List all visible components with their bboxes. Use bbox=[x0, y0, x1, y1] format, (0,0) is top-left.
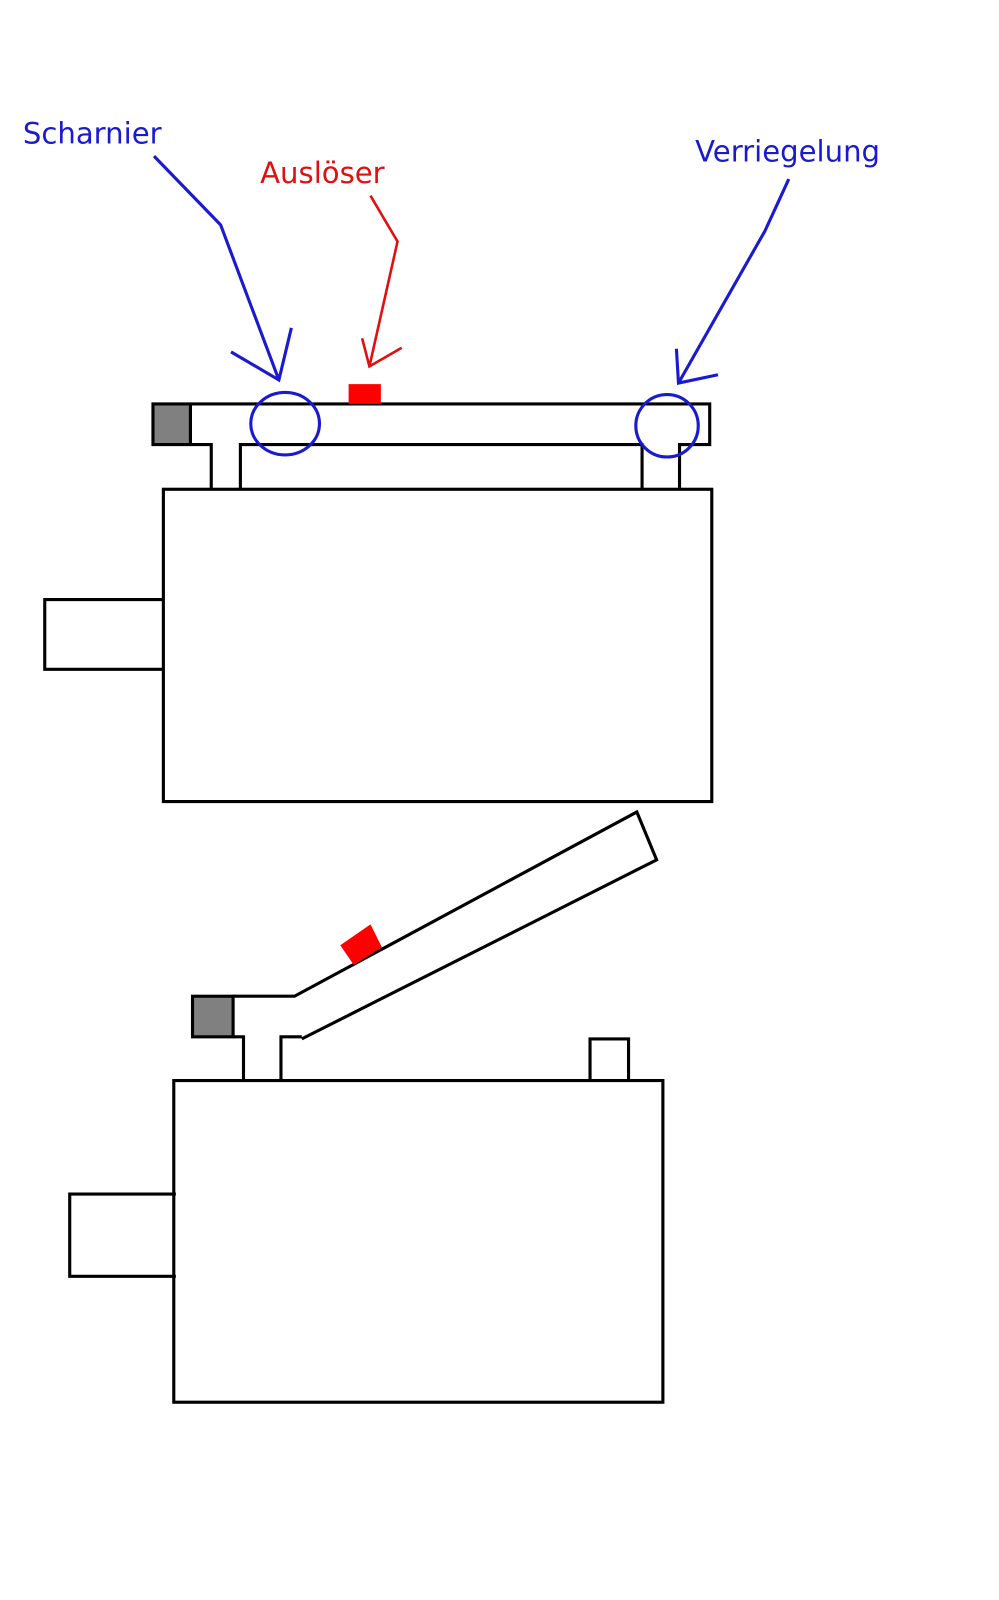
label-trigger: Auslöser bbox=[260, 156, 385, 190]
label-lock: Verriegelung bbox=[695, 134, 880, 168]
trigger-arrow bbox=[360, 195, 403, 369]
lid-open bbox=[233, 809, 659, 1081]
side-port-closed bbox=[43, 598, 164, 671]
side-port-open bbox=[68, 1192, 176, 1278]
lock-arrow bbox=[674, 178, 791, 385]
housing-closed bbox=[161, 487, 714, 804]
lock-highlight-circle bbox=[634, 392, 700, 459]
closed-view bbox=[43, 384, 714, 804]
hinge-block-closed bbox=[152, 403, 191, 445]
open-view bbox=[68, 809, 665, 1404]
hinge-highlight-circle bbox=[249, 390, 322, 457]
trigger-open bbox=[340, 924, 382, 965]
lid-closed bbox=[151, 402, 712, 490]
hinge-block-open bbox=[190, 994, 235, 1039]
label-hinge: Scharnier bbox=[23, 117, 162, 151]
housing-open bbox=[172, 1078, 665, 1404]
hinge-arrow bbox=[152, 155, 293, 383]
lock-post-open bbox=[588, 1037, 631, 1081]
trigger-closed bbox=[348, 384, 381, 404]
